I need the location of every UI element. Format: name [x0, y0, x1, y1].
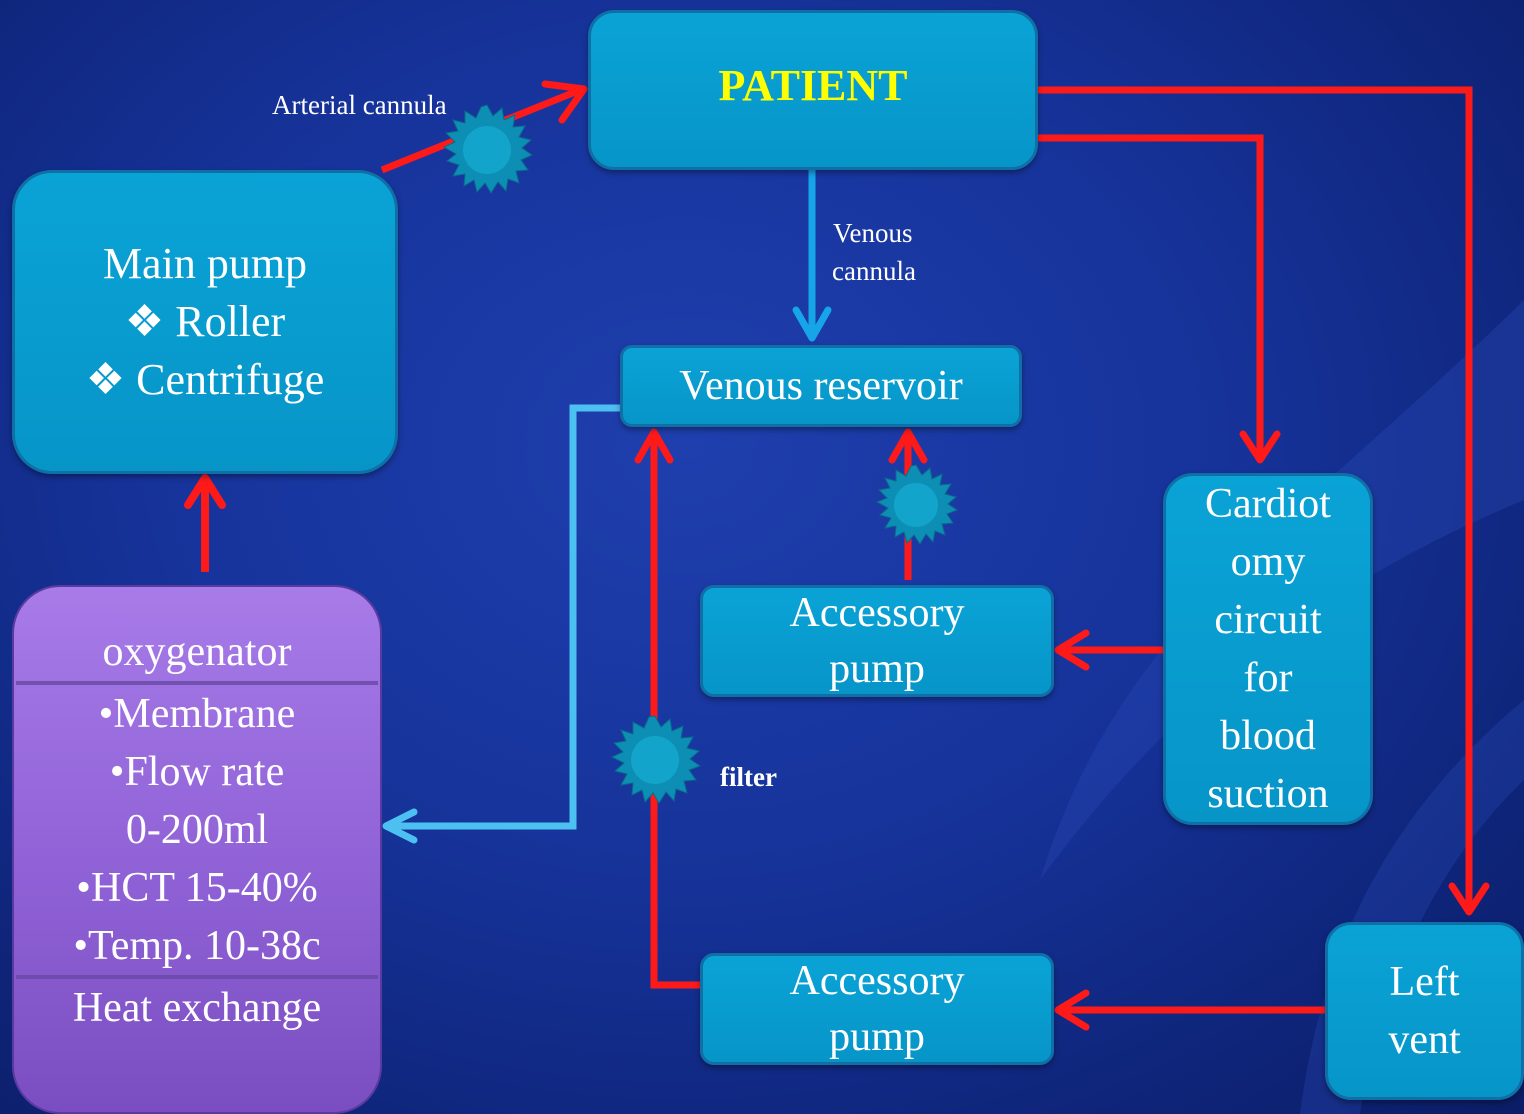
reservoir-to-oxygenator-arrow: [382, 404, 622, 844]
accessory-pump-top-line1: Accessory: [789, 590, 965, 636]
oxygenator-box: oxygenator •Membrane •Flow rate 0-200ml …: [12, 585, 382, 1114]
patient-to-cardiotomy-arrow: [1038, 134, 1281, 464]
left-vent-line1: Left: [1389, 959, 1460, 1005]
venous-cannula-label-line2: cannula: [832, 256, 916, 286]
filter-icon-main: [610, 715, 702, 804]
filter-label: filter: [720, 762, 777, 792]
cardiotomy-line: circuit: [1214, 597, 1322, 643]
oxygenator-line: •HCT 15-40%: [76, 865, 318, 911]
oxygenator-line: •Membrane: [98, 691, 296, 737]
oxygenator-line: •Temp. 10-38c: [73, 923, 321, 969]
left-vent-line2: vent: [1388, 1017, 1461, 1063]
oxygenator-title: oxygenator: [102, 629, 292, 675]
accessory-bottom-to-reservoir-arrow: [634, 428, 700, 989]
accessory-pump-top-box: Accessory pump: [700, 585, 1054, 697]
venous-cannula-arrow: [792, 170, 832, 342]
arterial-cannula-label: Arterial cannula: [272, 90, 447, 120]
cardiotomy-to-accessory-arrow: [1054, 629, 1165, 671]
cardiotomy-line: suction: [1207, 771, 1329, 817]
venous-reservoir-label: Venous reservoir: [679, 363, 963, 409]
left-vent-box: Left vent: [1325, 922, 1524, 1100]
main-pump-item-roller: ❖ Roller: [124, 297, 286, 346]
accessory-pump-bottom-line1: Accessory: [789, 958, 965, 1004]
main-pump-item-centrifuge: ❖ Centrifuge: [85, 355, 325, 404]
main-pump-title: Main pump: [102, 239, 308, 288]
oxygenator-line: 0-200ml: [125, 807, 269, 853]
cardiotomy-line: omy: [1230, 539, 1306, 585]
accessory-top-to-reservoir-arrow: [888, 428, 928, 580]
filter-icon-arterial: [442, 104, 534, 194]
oxygenator-footer: Heat exchange: [72, 985, 322, 1031]
oxygenator-line: •Flow rate: [109, 749, 285, 795]
cardiotomy-line: Cardiot: [1205, 481, 1331, 527]
patient-label: PATIENT: [718, 60, 908, 110]
accessory-pump-bottom-line2: pump: [829, 1014, 925, 1060]
patient-box: PATIENT: [588, 10, 1038, 170]
venous-cannula-label-line1: Venous: [833, 218, 913, 248]
accessory-pump-bottom-box: Accessory pump: [700, 953, 1054, 1065]
cardiotomy-box: Cardiot omy circuit for blood suction: [1163, 473, 1373, 825]
venous-reservoir-box: Venous reservoir: [620, 345, 1022, 427]
oxygenator-divider-bottom: [16, 975, 378, 979]
oxygenator-to-pump-arrow: [184, 474, 226, 572]
accessory-pump-top-line2: pump: [829, 646, 925, 692]
oxygenator-divider-top: [16, 681, 378, 685]
cardiotomy-line: blood: [1220, 713, 1316, 759]
cardiotomy-line: for: [1243, 655, 1293, 701]
left-vent-to-accessory-arrow: [1054, 989, 1326, 1031]
main-pump-box: Main pump ❖ Roller ❖ Centrifuge: [12, 170, 398, 474]
filter-icon-accessory: [875, 464, 959, 545]
